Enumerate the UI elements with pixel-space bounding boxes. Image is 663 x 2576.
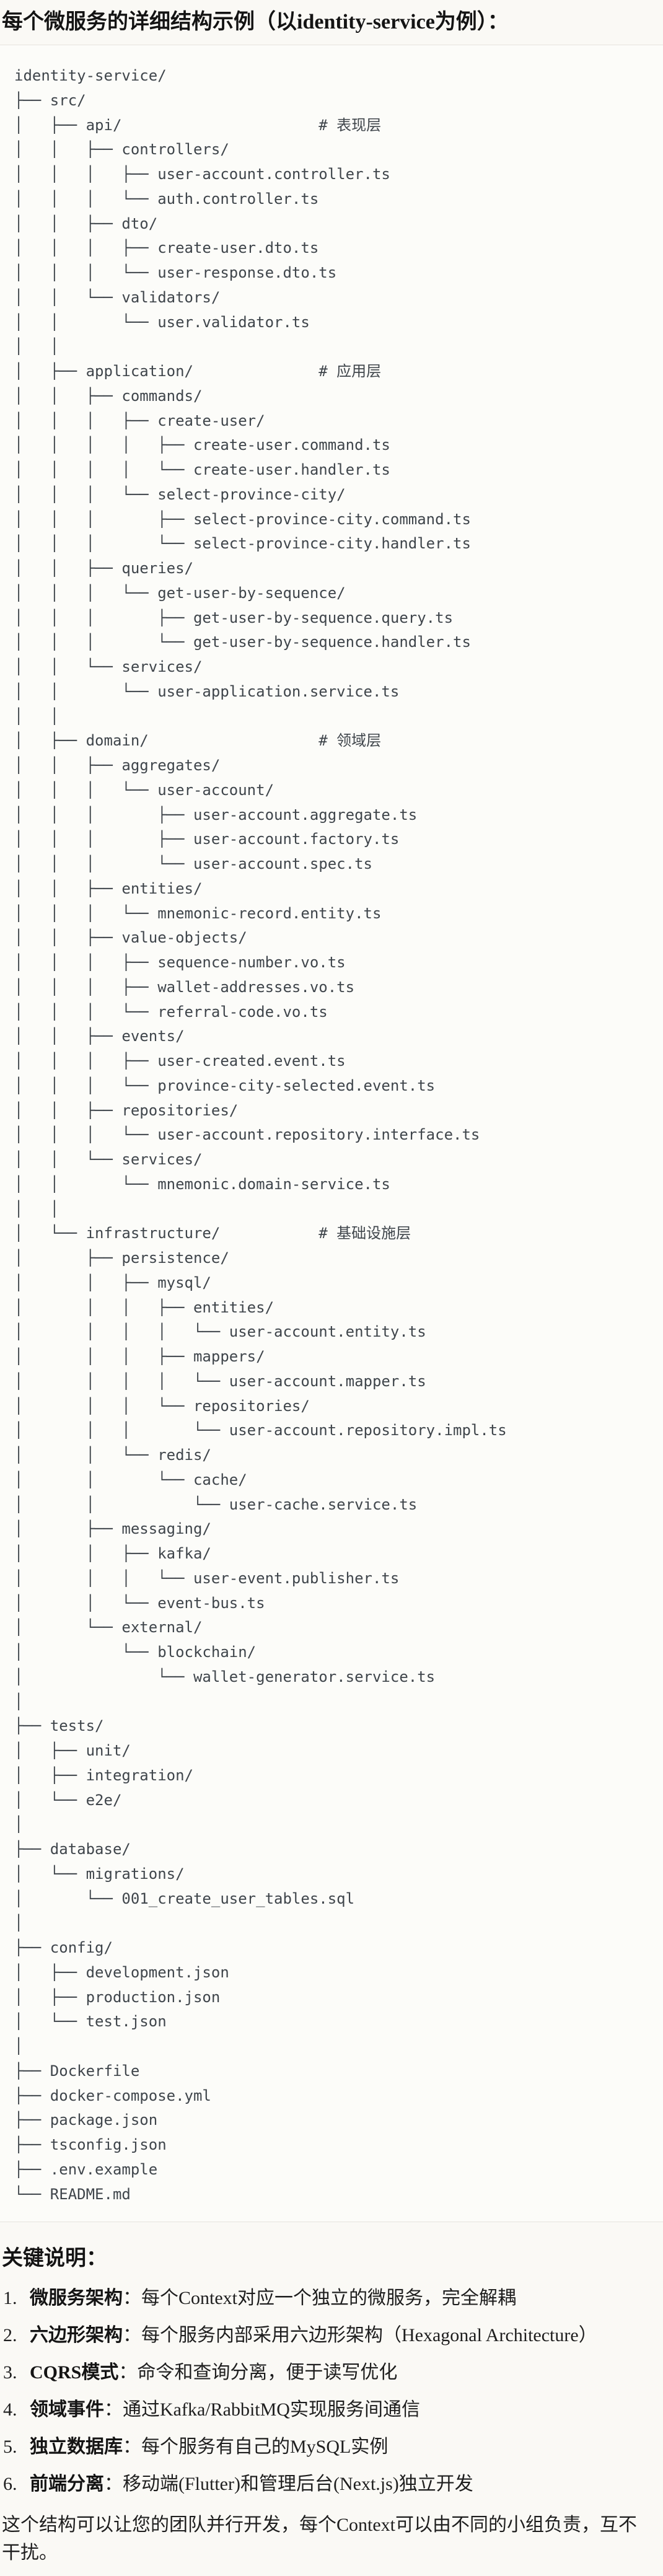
note-item-label: 前端分离	[30, 2474, 104, 2495]
note-item-text: ：每个Context对应一个独立的微服务，完全解耦	[123, 2288, 516, 2309]
note-item-label: CQRS模式	[30, 2362, 119, 2383]
note-item-label: 独立数据库	[30, 2437, 123, 2458]
note-item-label: 领域事件	[30, 2399, 104, 2420]
note-item: 2. 六边形架构：每个服务内部采用六边形架构（Hexagonal Architec…	[3, 2321, 651, 2349]
notes-heading: 关键说明：	[2, 2247, 107, 2270]
note-item-label: 微服务架构	[30, 2288, 123, 2309]
note-item-number: 5.	[3, 2437, 17, 2458]
note-item-number: 1.	[3, 2288, 17, 2309]
note-item-text: ：命令和查询分离，便于读写优化	[118, 2362, 398, 2383]
note-item-label: 六边形架构	[30, 2325, 123, 2346]
note-item-number: 6.	[3, 2474, 17, 2495]
note-item-text: ：每个服务内部采用六边形架构（Hexagonal Architecture）	[123, 2325, 597, 2346]
page-title: 每个微服务的详细结构示例（以identity-service为例）：	[2, 11, 509, 33]
note-item-number: 3.	[3, 2362, 17, 2383]
note-item: 3. CQRS模式：命令和查询分离，便于读写优化	[3, 2358, 651, 2386]
note-item-text: ：移动端(Flutter)和管理后台(Next.js)独立开发	[104, 2474, 473, 2495]
notes-section: 关键说明： 1. 微服务架构：每个Context对应一个独立的微服务，完全解耦 2…	[0, 2222, 663, 2576]
note-item: 1. 微服务架构：每个Context对应一个独立的微服务，完全解耦	[3, 2284, 651, 2312]
directory-tree-code-block: identity-service/ ├── src/ │ ├── api/ # …	[0, 45, 663, 2223]
closing-paragraph: 这个结构可以让您的团队并行开发，每个Context可以由不同的小组负责，互不干扰…	[2, 2515, 637, 2564]
note-item: 6. 前端分离：移动端(Flutter)和管理后台(Next.js)独立开发	[3, 2470, 651, 2498]
note-item-number: 2.	[3, 2325, 17, 2346]
note-item-number: 4.	[3, 2399, 17, 2420]
page-header: 每个微服务的详细结构示例（以identity-service为例）：	[0, 0, 663, 45]
note-item-text: ：通过Kafka/RabbitMQ实现服务间通信	[104, 2399, 420, 2420]
note-item: 4. 领域事件：通过Kafka/RabbitMQ实现服务间通信	[3, 2396, 651, 2424]
note-item-text: ：每个服务有自己的MySQL实例	[123, 2437, 389, 2458]
note-item: 5. 独立数据库：每个服务有自己的MySQL实例	[3, 2433, 651, 2461]
